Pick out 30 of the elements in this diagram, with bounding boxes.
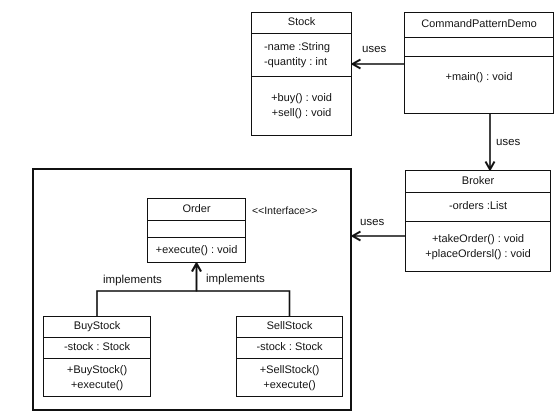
attribute-list: -stock : Stock bbox=[256, 340, 323, 356]
edge-label: implements bbox=[102, 274, 163, 287]
method-list: +execute() : void bbox=[156, 242, 238, 258]
stereotype-label: <<Interface>> bbox=[252, 205, 318, 218]
method-list: +main() : void bbox=[446, 70, 512, 85]
class-box bbox=[404, 12, 554, 114]
attribute-list: -name :String -quantity : int bbox=[264, 40, 348, 70]
class-name: Broker bbox=[462, 174, 494, 189]
class-name: Order bbox=[182, 202, 211, 217]
class-box bbox=[236, 316, 343, 397]
method-list: +SellStock() +execute() bbox=[254, 362, 326, 392]
method-list: +BuyStock() +execute() bbox=[61, 362, 133, 392]
package-frame bbox=[32, 168, 352, 411]
attribute-list: -stock : Stock bbox=[64, 340, 130, 356]
class-name: Stock bbox=[288, 15, 316, 30]
class-name: CommandPatternDemo bbox=[421, 17, 537, 32]
arrow bbox=[352, 230, 405, 242]
method-list: +takeOrder() : void +placeOrdersl() : void bbox=[416, 232, 540, 262]
class-box bbox=[251, 12, 352, 136]
class-name: BuyStock bbox=[74, 319, 120, 334]
class-box bbox=[147, 198, 246, 263]
arrow bbox=[191, 262, 290, 316]
class-box bbox=[405, 170, 551, 272]
class-name: SellStock bbox=[266, 319, 312, 334]
attribute-list: -orders :List bbox=[448, 199, 508, 214]
arrow bbox=[484, 114, 496, 170]
method-list: +buy() : void +sell() : void bbox=[262, 91, 340, 121]
edge-label: implements bbox=[205, 273, 266, 286]
class-box bbox=[43, 316, 151, 397]
arrow bbox=[352, 58, 404, 70]
